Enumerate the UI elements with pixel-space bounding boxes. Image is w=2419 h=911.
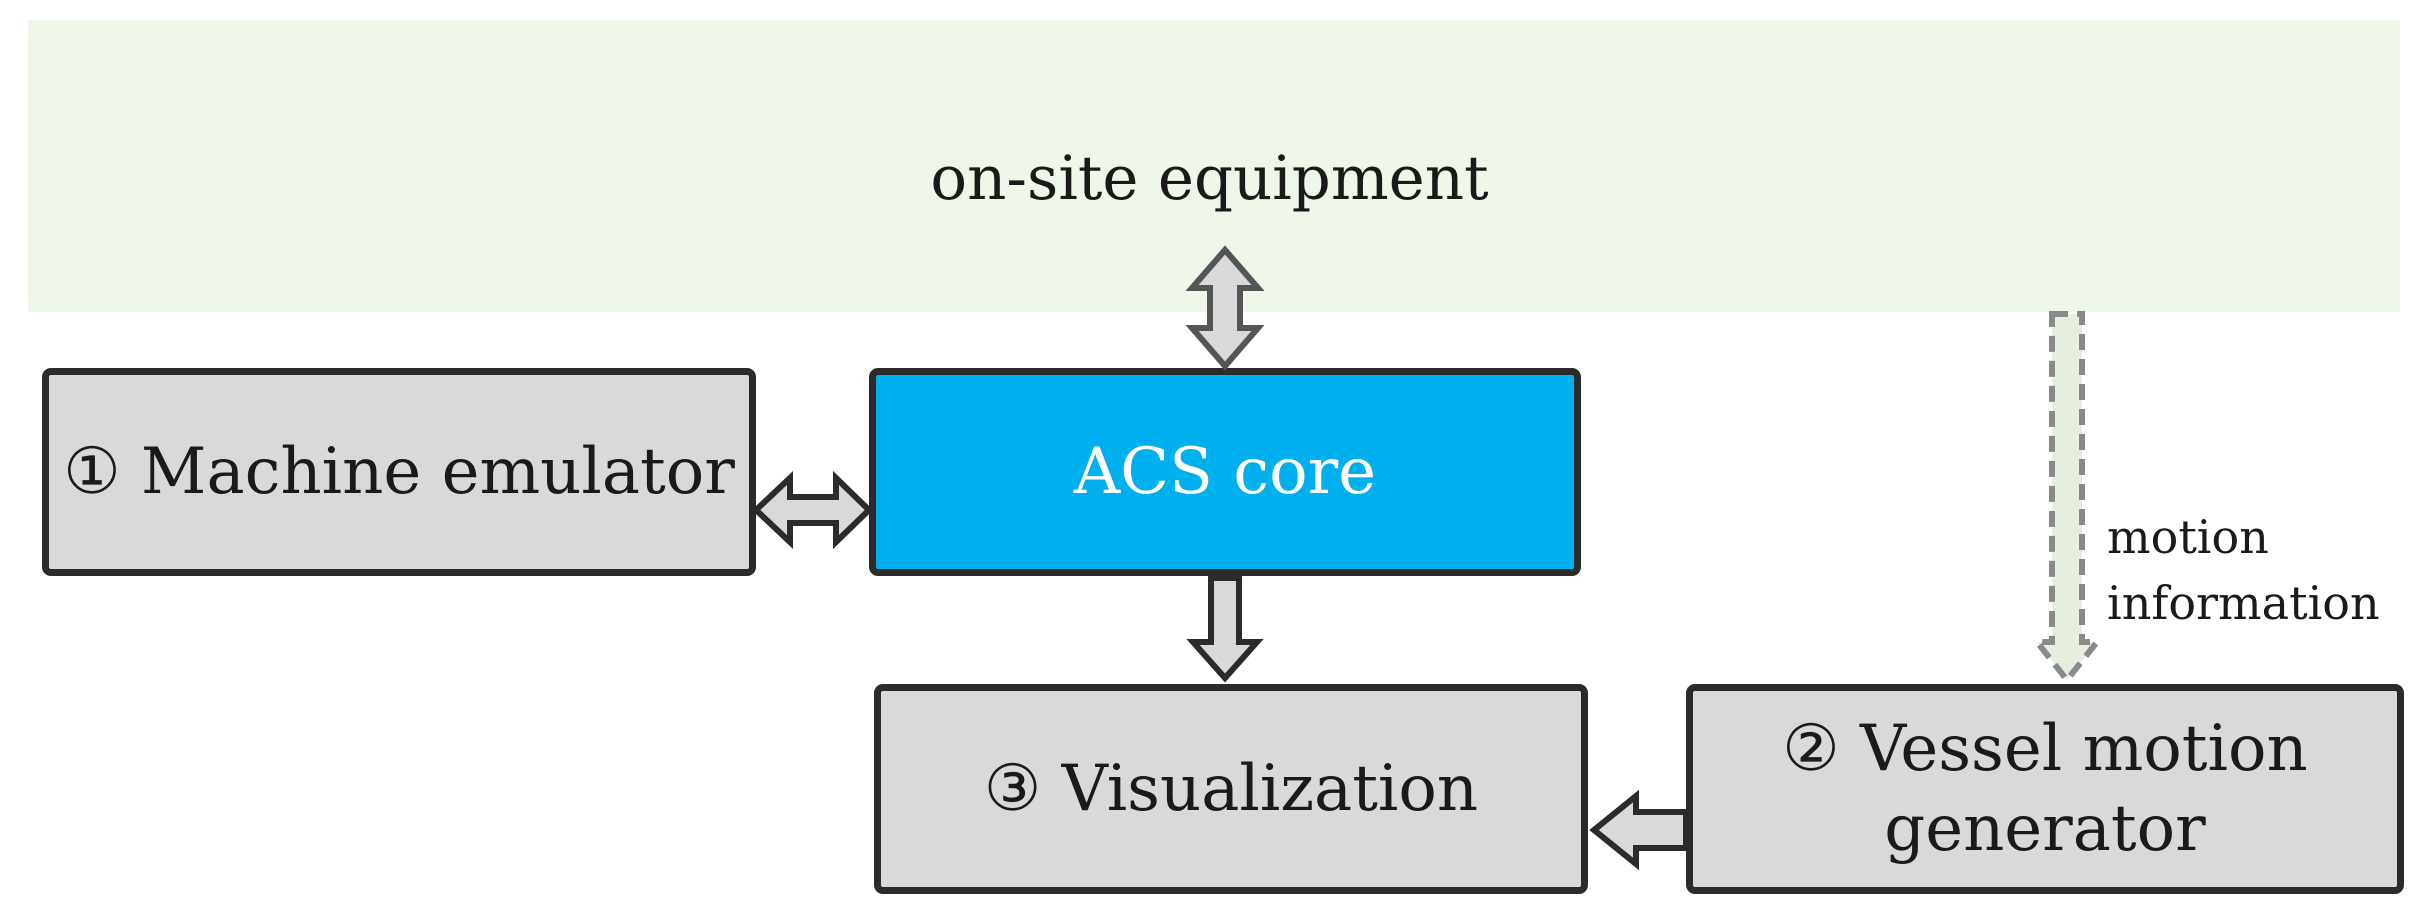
machine-emulator-label: ① Machine emulator <box>63 435 735 509</box>
acs-visualization-arrow <box>1186 575 1264 683</box>
motion-information-line1: motion <box>2107 510 2269 564</box>
band-acs-double-arrow <box>1185 245 1265 371</box>
acs-core-label: ACS core <box>1073 435 1377 509</box>
vessel-motion-line1: ② Vessel motion <box>1782 712 2308 786</box>
emulator-acs-double-arrow <box>751 470 874 550</box>
machine-emulator-box: ① Machine emulator <box>42 368 756 576</box>
acs-core-box: ACS core <box>869 368 1581 576</box>
on-site-equipment-label: on-site equipment <box>930 143 1489 214</box>
visualization-box: ③ Visualization <box>874 684 1588 894</box>
vessel-motion-generator-box: ② Vessel motion generator <box>1686 684 2404 894</box>
vessel-visualization-arrow-shape <box>1589 789 1689 871</box>
motion-information-dashed-arrow <box>2030 311 2104 685</box>
motion-information-label: motion information <box>2107 504 2380 636</box>
vessel-motion-generator-label: ② Vessel motion generator <box>1782 709 2307 869</box>
motion-information-line2: information <box>2107 576 2380 630</box>
visualization-label: ③ Visualization <box>983 752 1479 826</box>
vessel-motion-line2: generator <box>1884 792 2206 866</box>
